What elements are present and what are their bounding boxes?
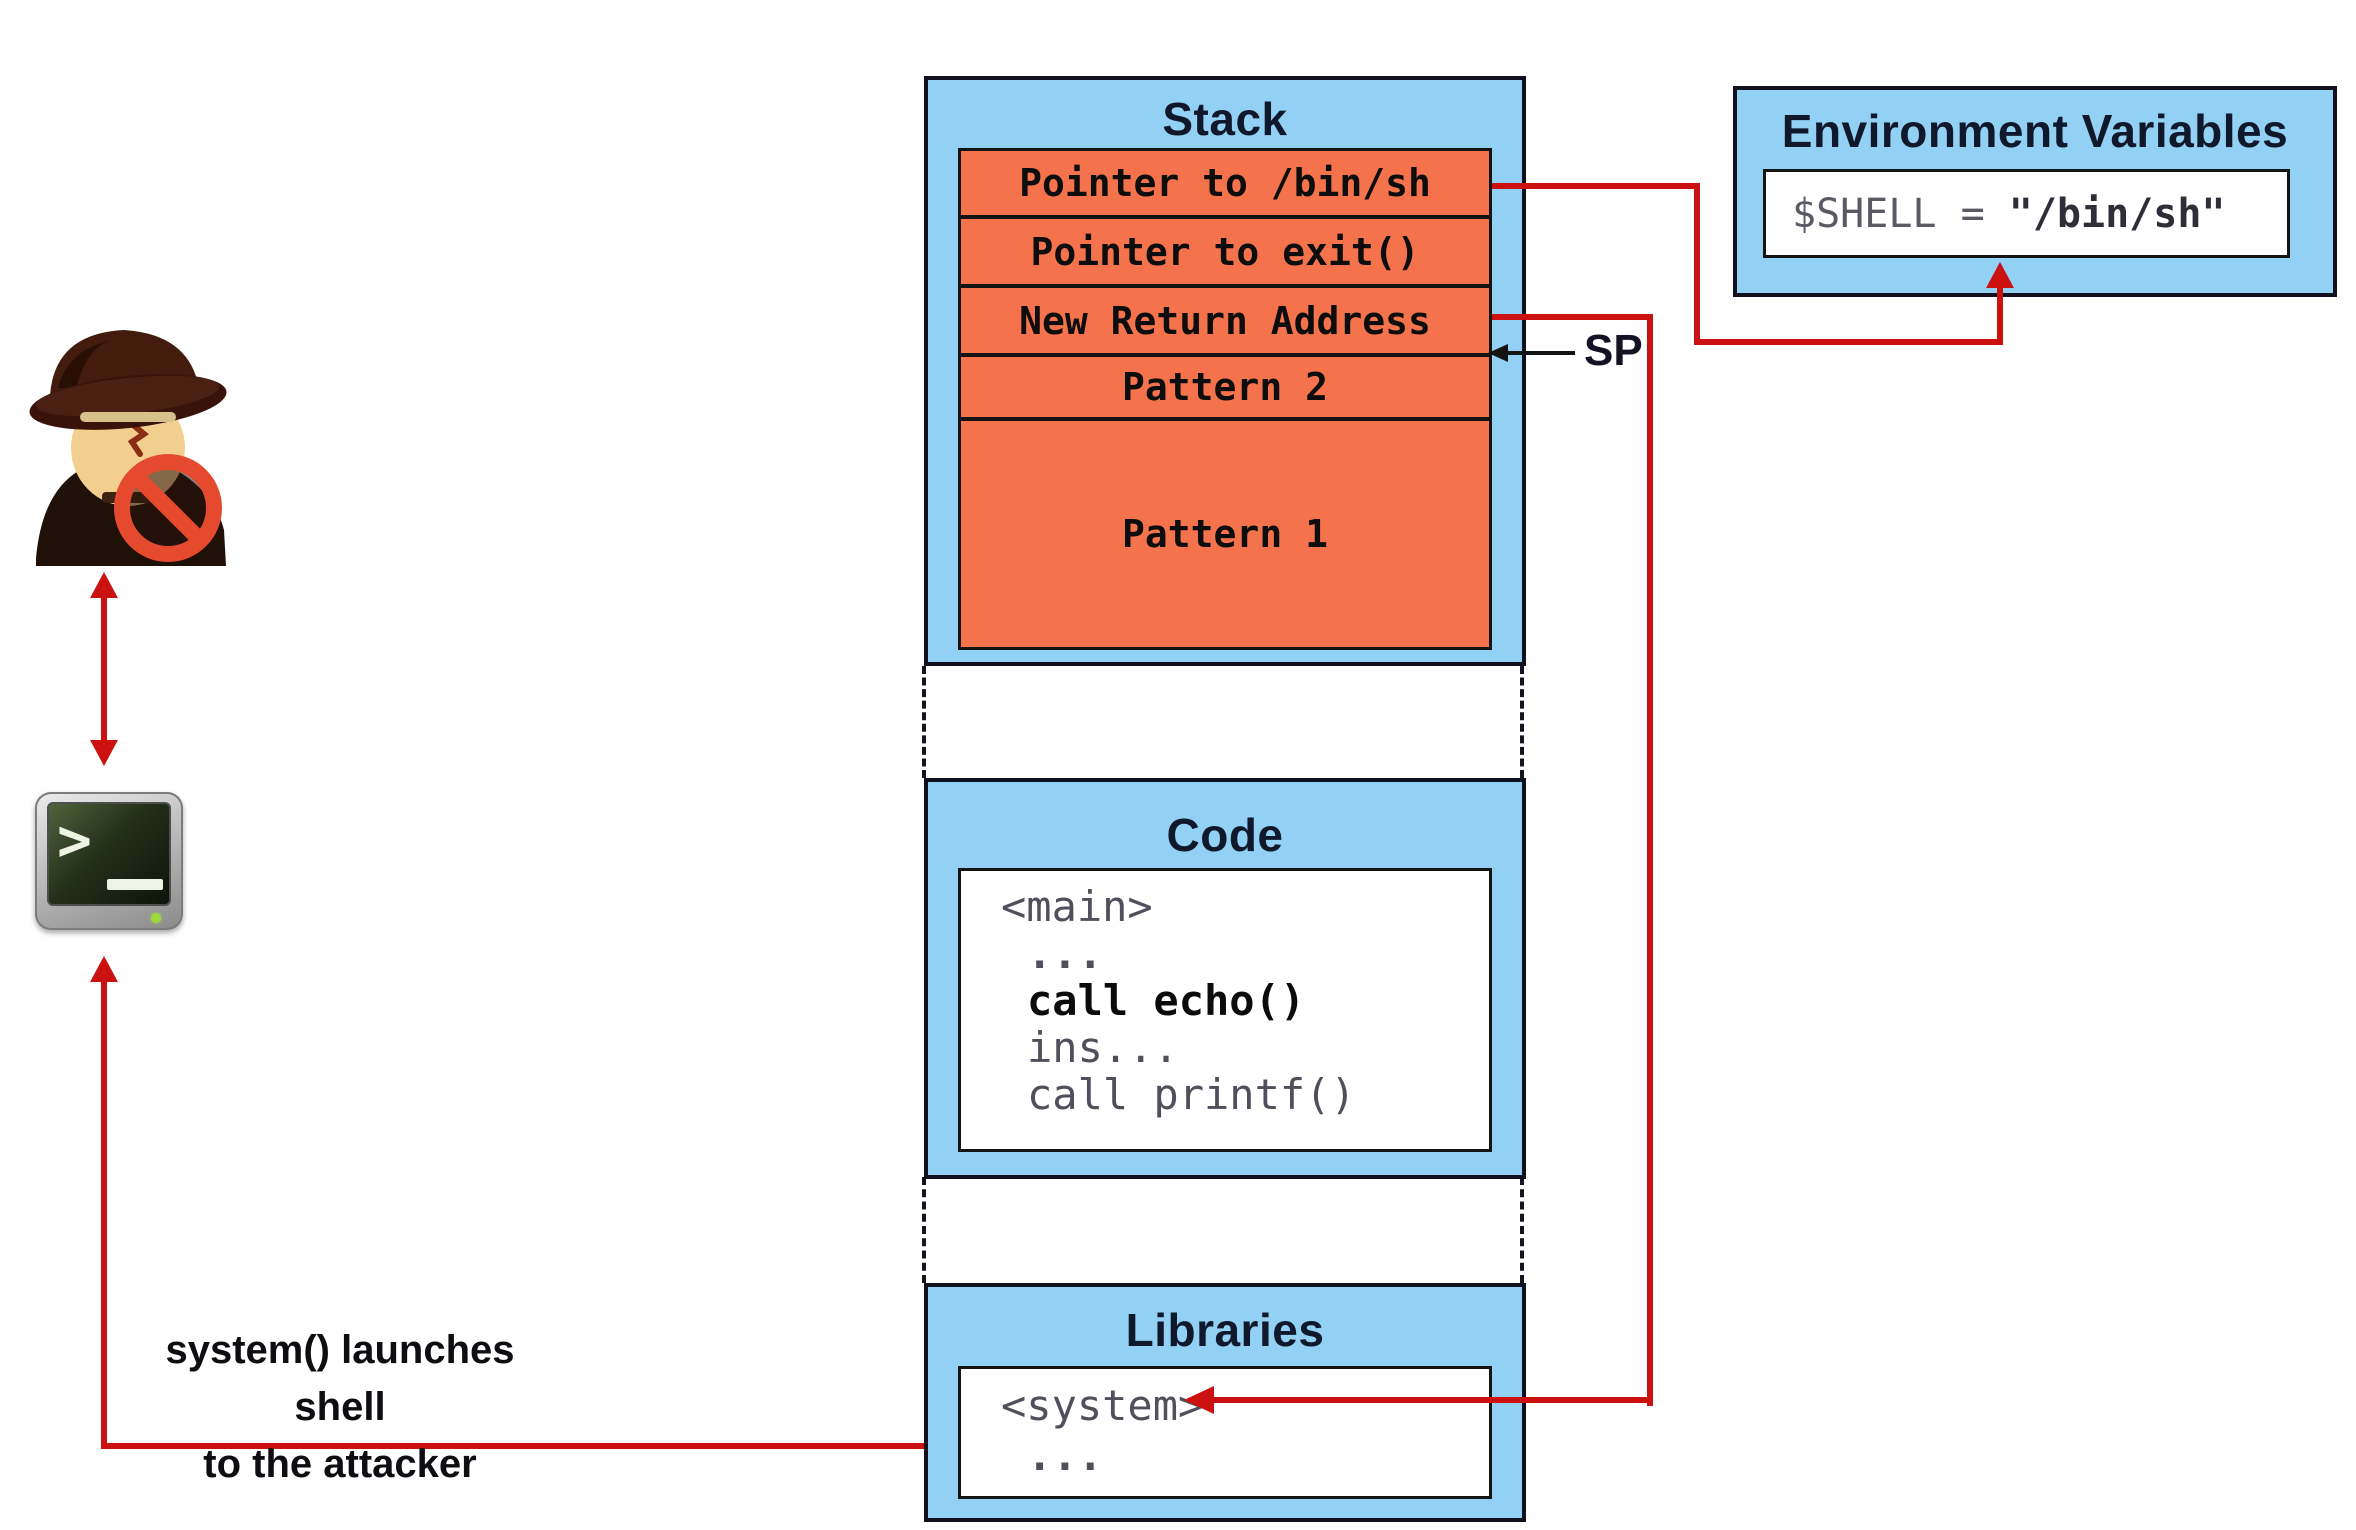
code-panel: Code <main> ... call echo() ins... call …: [924, 778, 1526, 1179]
stack-cell-pattern-1: Pattern 1: [1122, 512, 1328, 556]
stack-cell-pattern-2: Pattern 2: [961, 357, 1489, 421]
sp-label: SP: [1584, 326, 1643, 375]
terminal-cursor: [107, 879, 163, 890]
code-box: <main> ... call echo() ins... call print…: [958, 868, 1492, 1152]
code-line-call-printf: call printf(): [1027, 1070, 1356, 1119]
env-var-name: $SHELL =: [1792, 190, 2009, 237]
code-title: Code: [1166, 809, 1284, 861]
code-line-ellipsis: ...: [1027, 929, 1103, 978]
env-value-box: $SHELL = "/bin/sh": [1763, 169, 2290, 258]
code-line-ins: ins...: [1027, 1023, 1179, 1072]
terminal-icon: >: [35, 792, 183, 930]
library-line-system: <system>: [1001, 1381, 1204, 1430]
note-line-2: to the attacker: [203, 1442, 477, 1486]
no-entry-icon: [114, 454, 222, 562]
env-panel: Environment Variables $SHELL = "/bin/sh": [1733, 86, 2337, 297]
env-title: Environment Variables: [1781, 105, 2289, 157]
terminal-screen: >: [47, 802, 171, 906]
spy-attacker-icon: [29, 330, 227, 566]
stack-block: Pointer to /bin/sh Pointer to exit() New…: [958, 148, 1492, 650]
stack-panel: Stack Pointer to /bin/sh Pointer to exit…: [924, 76, 1526, 666]
libraries-title: Libraries: [1125, 1304, 1325, 1356]
libraries-box: <system> ...: [958, 1366, 1492, 1499]
env-var-value: "/bin/sh": [2008, 190, 2226, 237]
library-line-ellipsis: ...: [1027, 1431, 1103, 1480]
code-line-call-echo: call echo(): [1027, 976, 1306, 1025]
stack-cell-pointer-binsh: Pointer to /bin/sh: [961, 151, 1489, 219]
stack-cell-new-return-address: New Return Address: [961, 288, 1489, 357]
note-line-1: system() launches shell: [165, 1328, 515, 1429]
stack-cell-pointer-exit: Pointer to exit(): [961, 219, 1489, 288]
shell-launch-note: system() launches shell to the attacker: [120, 1322, 560, 1493]
terminal-prompt: >: [57, 806, 92, 874]
terminal-led: [151, 913, 161, 923]
stack-title: Stack: [1162, 93, 1288, 145]
code-line-main: <main>: [1001, 882, 1153, 931]
